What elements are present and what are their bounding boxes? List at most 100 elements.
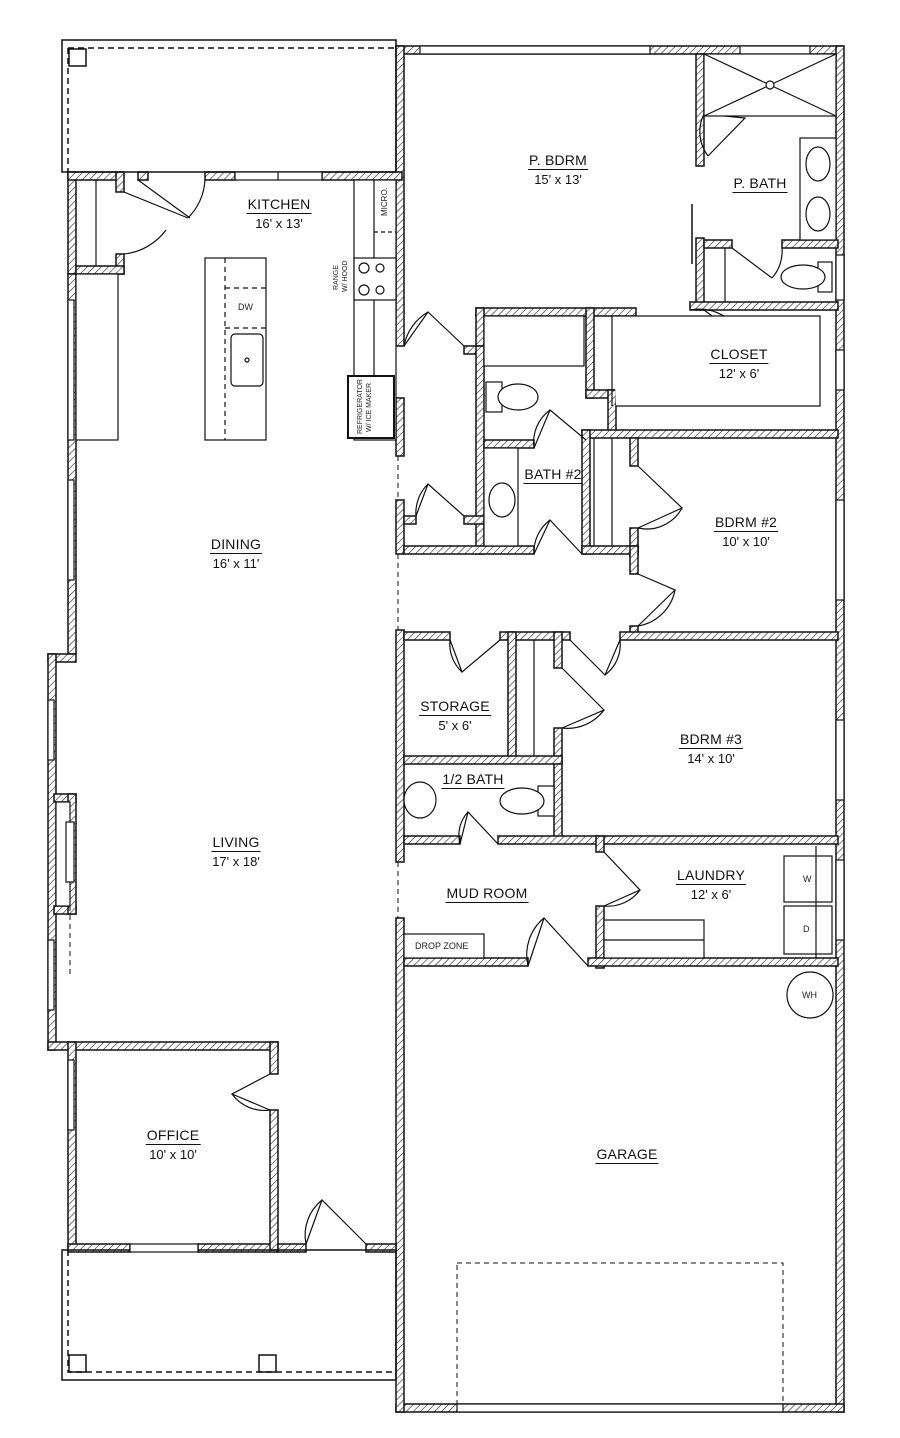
rear-porch — [61, 39, 397, 173]
washer-label: W — [803, 874, 812, 884]
wall — [581, 429, 839, 439]
wall — [581, 429, 591, 555]
wall — [204, 171, 236, 181]
wall — [781, 239, 839, 249]
water-heater — [786, 971, 834, 1019]
dryer — [783, 905, 833, 955]
room-name: LIVING — [211, 834, 261, 852]
wall — [403, 545, 535, 555]
room-name: P. BATH — [732, 175, 788, 193]
wall — [629, 437, 639, 467]
room-label-laundry: LAUNDRY 12' x 6' — [675, 867, 747, 903]
wall — [115, 171, 125, 193]
refrigerator — [347, 375, 395, 439]
room-label-office: OFFICE 10' x 10' — [145, 1127, 201, 1163]
porch-post — [68, 48, 87, 67]
wall — [395, 45, 405, 347]
wall — [277, 1243, 307, 1253]
wall — [553, 631, 563, 669]
wall — [403, 957, 529, 967]
room-name: GARAGE — [595, 1146, 659, 1164]
refrigerator-label: REFRIGERATOR — [357, 379, 364, 434]
room-label-half-bath: 1/2 BATH — [441, 771, 505, 789]
dishwasher-label: DW — [238, 302, 253, 312]
front-porch — [61, 1249, 397, 1381]
room-dimensions: 12' x 6' — [718, 366, 760, 381]
wall — [67, 1243, 131, 1253]
room-name: BDRM #3 — [678, 731, 744, 749]
wall — [587, 957, 839, 967]
wall — [395, 397, 405, 457]
room-label-dining: DINING 16' x 11' — [209, 536, 263, 572]
wall — [403, 835, 461, 845]
room-dimensions: 15' x 13' — [534, 172, 582, 187]
room-name: P. BDRM — [528, 152, 588, 170]
room-label-p-bdrm: P. BDRM 15' x 13' — [528, 152, 588, 188]
wall — [695, 53, 705, 167]
room-name: KITCHEN — [246, 196, 312, 214]
room-name: MUD ROOM — [445, 885, 529, 903]
room-label-garage: GARAGE — [595, 1146, 659, 1164]
room-name: STORAGE — [419, 698, 491, 716]
room-name: CLOSET — [709, 346, 769, 364]
wall — [137, 171, 149, 181]
wall — [321, 171, 403, 181]
range-label: RANGE — [333, 265, 340, 290]
room-dimensions: 16' x 13' — [255, 216, 303, 231]
room-name: BDRM #2 — [713, 514, 779, 532]
room-dimensions: 12' x 6' — [690, 887, 732, 902]
wall — [47, 1041, 279, 1051]
room-name: 1/2 BATH — [441, 771, 505, 789]
room-label-living: LIVING 17' x 18' — [211, 834, 261, 870]
room-dimensions: 14' x 10' — [687, 751, 735, 766]
room-label-kitchen: KITCHEN 16' x 13' — [246, 196, 312, 232]
room-dimensions: 17' x 18' — [212, 854, 260, 869]
ice-maker-label: W/ ICE MAKER — [366, 382, 373, 432]
porch-post — [68, 1354, 87, 1373]
wall — [499, 631, 571, 641]
wall — [507, 631, 517, 759]
garage-car-outline — [456, 1262, 784, 1405]
laundry-counter — [603, 919, 705, 959]
washer — [783, 855, 833, 903]
microwave-label: MICRO. — [380, 187, 389, 216]
room-label-mud-room: MUD ROOM — [445, 885, 529, 903]
room-label-storage: STORAGE 5' x 6' — [419, 698, 491, 734]
dryer-label: D — [803, 924, 810, 934]
cabinet — [75, 273, 119, 441]
room-name: DINING — [209, 536, 263, 554]
wall — [585, 307, 595, 399]
room-label-bdrm-2: BDRM #2 10' x 10' — [713, 514, 779, 550]
wall — [689, 301, 839, 311]
wall — [403, 631, 451, 641]
range-hood-label: W/ HOOD — [342, 260, 349, 293]
room-name: LAUNDRY — [675, 867, 747, 885]
wall — [475, 307, 637, 317]
wall — [403, 755, 563, 765]
room-label-bdrm-3: BDRM #3 14' x 10' — [678, 731, 744, 767]
porch-post — [258, 1354, 277, 1373]
wall — [497, 835, 839, 845]
room-label-closet: CLOSET 12' x 6' — [709, 346, 769, 382]
wall — [269, 1109, 279, 1251]
room-dimensions: 16' x 11' — [212, 556, 260, 571]
wall — [595, 835, 605, 853]
wall — [553, 727, 563, 841]
wall — [619, 631, 839, 641]
wall — [67, 171, 121, 181]
wall — [703, 239, 733, 249]
room-dimensions: 10' x 10' — [722, 534, 770, 549]
room-label-p-bath: P. BATH — [732, 175, 788, 193]
wall — [395, 499, 405, 555]
room-dimensions: 5' x 6' — [438, 718, 472, 733]
wall — [395, 629, 405, 863]
wall — [67, 171, 77, 275]
wall — [395, 917, 405, 1413]
drop-zone — [403, 933, 485, 959]
wall — [483, 439, 535, 449]
wall — [403, 515, 417, 525]
wall — [269, 1041, 279, 1075]
room-name: BATH #2 — [523, 466, 583, 484]
drop-zone-label: DROP ZONE — [415, 941, 469, 951]
